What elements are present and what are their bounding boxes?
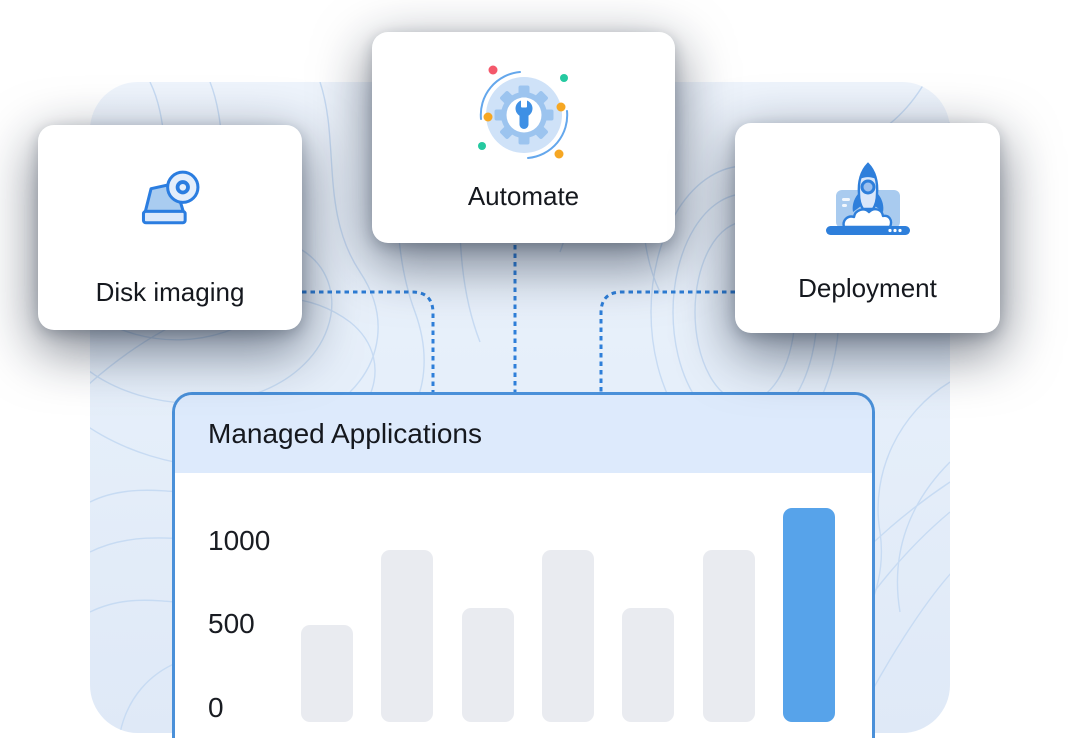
disk-imaging-icon: [134, 165, 206, 237]
card-automate[interactable]: Automate: [372, 32, 675, 243]
bar: [301, 624, 353, 722]
bar: [702, 549, 755, 722]
bar: [381, 549, 434, 722]
y-tick-label: 500: [208, 608, 255, 640]
deployment-icon: [820, 160, 916, 240]
panel-title: Managed Applications: [208, 418, 482, 449]
y-tick-label: 1000: [208, 525, 271, 556]
card-label: Deployment: [798, 273, 937, 303]
connector-disk-imaging: [302, 290, 435, 392]
connector-deployment: [599, 290, 735, 392]
bar: [461, 607, 514, 722]
bar-chart: 1000 500 0: [175, 473, 872, 738]
automate-icon: [468, 59, 580, 171]
bar: [541, 549, 594, 722]
card-deployment[interactable]: Deployment: [735, 123, 1000, 333]
managed-applications-panel: Managed Applications 1000 500 0: [172, 392, 875, 738]
card-disk-imaging[interactable]: Disk imaging: [38, 125, 302, 330]
panel-header: Managed Applications: [175, 395, 872, 473]
bar-highlighted: [782, 508, 835, 722]
card-label: Disk imaging: [95, 277, 245, 307]
y-tick-label: 0: [208, 691, 224, 723]
bar: [622, 607, 675, 722]
card-label: Automate: [467, 181, 580, 211]
